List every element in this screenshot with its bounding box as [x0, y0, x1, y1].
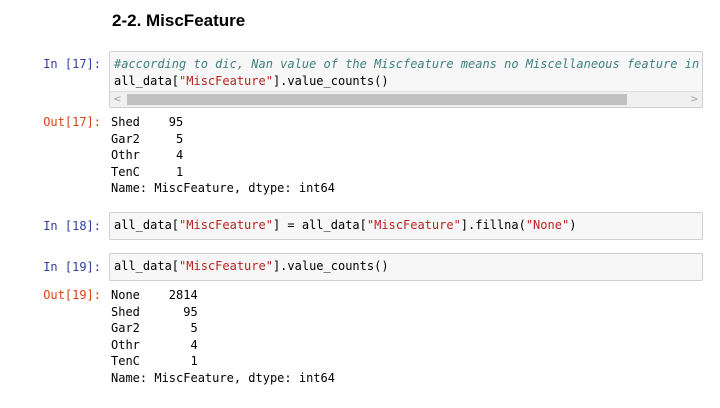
output-line: Name: MiscFeature, dtype: int64 — [111, 370, 335, 385]
output-line: Gar2 5 — [111, 321, 198, 335]
code-cell-19[interactable]: all_data["MiscFeature"].value_counts() — [109, 253, 703, 281]
code-token: all_data[ — [114, 73, 180, 88]
code-comment: #according to dic, Nan value of the Misc… — [114, 57, 700, 71]
code-token: ] = all_data[ — [272, 218, 367, 232]
code-string: "MiscFeature" — [179, 73, 273, 88]
code-editor-17[interactable]: #according to dic, Nan value of the Misc… — [110, 52, 702, 93]
code-cell-17[interactable]: #according to dic, Nan value of the Misc… — [109, 51, 703, 108]
code-token: ].fillna( — [460, 218, 526, 232]
section-heading: 2-2. MiscFeature — [112, 11, 246, 30]
output-line: Shed 95 — [111, 115, 184, 129]
in-prompt-19: In [19]: — [43, 260, 101, 274]
output-line: TenC 1 — [111, 354, 198, 368]
code-string: "MiscFeature" — [179, 218, 273, 232]
code-string: "MiscFeature" — [366, 218, 461, 232]
code-cell-18[interactable]: all_data["MiscFeature"] = all_data["Misc… — [109, 212, 703, 240]
output-19: None 2814 Shed 95 Gar2 5 Othr 4 TenC 1 N… — [111, 287, 335, 386]
in-prompt-18: In [18]: — [43, 219, 101, 233]
horizontal-scrollbar[interactable]: < > — [110, 91, 702, 107]
scrollbar-thumb[interactable] — [127, 94, 627, 105]
output-line: Shed 95 — [111, 304, 198, 319]
code-token: ].value_counts() — [272, 73, 389, 88]
code-token: ) — [569, 218, 577, 232]
output-line: Othr 4 — [111, 337, 198, 352]
output-line: Name: MiscFeature, dtype: int64 — [111, 181, 335, 195]
code-editor-18[interactable]: all_data["MiscFeature"] = all_data["Misc… — [110, 213, 702, 238]
output-line: TenC 1 — [111, 164, 184, 179]
scroll-right-icon[interactable]: > — [690, 94, 699, 105]
code-token: all_data[ — [114, 259, 180, 273]
output-line: None 2814 — [111, 288, 198, 302]
code-string: "MiscFeature" — [179, 259, 273, 273]
code-token: all_data[ — [114, 218, 180, 232]
scroll-left-icon[interactable]: < — [113, 94, 122, 105]
output-line: Othr 4 — [111, 148, 184, 162]
code-string: "None" — [525, 218, 570, 232]
out-prompt-19: Out[19]: — [43, 288, 101, 302]
in-prompt-17: In [17]: — [43, 57, 101, 71]
output-line: Gar2 5 — [111, 131, 184, 146]
output-17: Shed 95 Gar2 5 Othr 4 TenC 1 Name: MiscF… — [111, 114, 335, 197]
code-editor-19[interactable]: all_data["MiscFeature"].value_counts() — [110, 254, 702, 279]
code-token: ].value_counts() — [272, 259, 389, 273]
out-prompt-17: Out[17]: — [43, 115, 101, 129]
